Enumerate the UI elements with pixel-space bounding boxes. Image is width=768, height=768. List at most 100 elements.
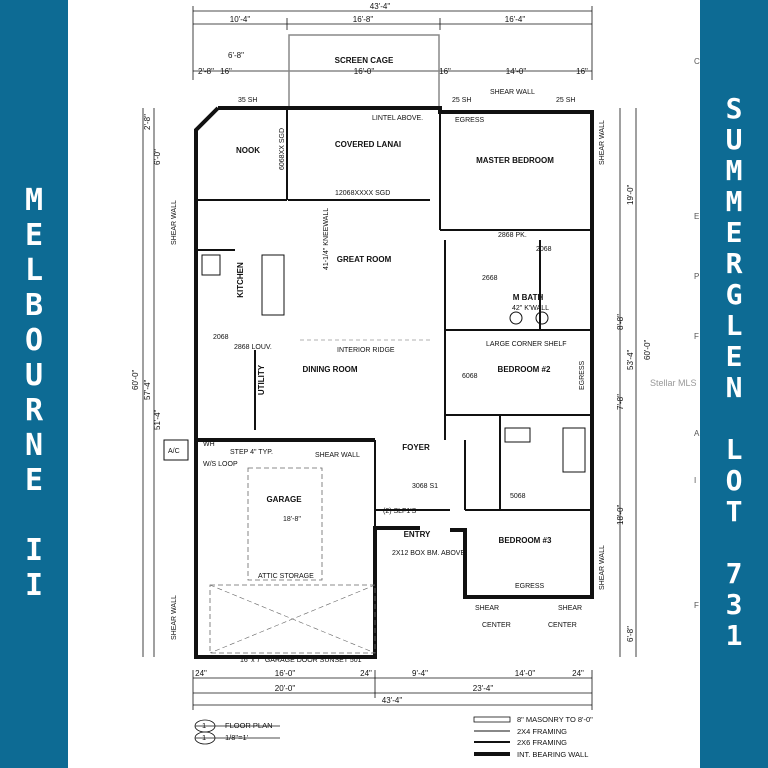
margin-letter-5: A: [694, 429, 700, 438]
model-name-letter: [25, 501, 43, 531]
margin-letter-2: E: [694, 212, 699, 221]
great-room-label: GREAT ROOM: [337, 255, 392, 264]
master-bath-sink-right: [535, 311, 549, 325]
master-bedroom-label: MASTER BEDROOM: [476, 156, 554, 165]
legend-item-masonry: 8" MASONRY TO 8'-0": [517, 715, 593, 724]
right-dim-1: 60'-0": [643, 339, 652, 360]
lot-name-letter: N: [725, 371, 743, 404]
door-5068: 5068: [510, 493, 526, 500]
right-dim-2: 53'-4": [626, 349, 635, 370]
right-dim-6: 18'-0": [616, 504, 625, 525]
top-dim-b: 2'-8": [198, 67, 214, 76]
egress-bed3: EGRESS: [515, 583, 545, 590]
lot-name-letter: 7: [725, 557, 743, 590]
sgd-left-note: 6068XX SGD: [279, 128, 286, 170]
model-name-letter: B: [24, 288, 44, 323]
lot-name-letter: 3: [725, 588, 743, 621]
bath2-tub: [562, 427, 586, 473]
bottom-dim-f: 24": [572, 669, 584, 678]
door-3068: 3068 S1: [412, 483, 438, 490]
model-name-letter: I: [24, 533, 44, 568]
sgd-note: 12068XXXX SGD: [335, 190, 390, 197]
legend-item-2x6: 2X6 FRAMING: [517, 738, 567, 747]
pk-note: 2868 PK.: [498, 232, 527, 239]
model-name-letter: R: [24, 393, 44, 428]
entry-label: ENTRY: [404, 530, 431, 539]
right-dim-3: 19'-0": [626, 184, 635, 205]
right-dim-7: 6'-8": [626, 626, 635, 642]
model-name-letter: E: [24, 463, 44, 498]
door-2668: 2668: [482, 275, 498, 282]
dining-room-label: DINING ROOM: [302, 365, 357, 374]
lot-name-letter: G: [725, 278, 743, 311]
garage-door-swing: [209, 584, 376, 654]
top-dim-3: 16'-4": [505, 15, 526, 24]
shear-wall-garage: SHEAR WALL: [315, 452, 360, 459]
shear-wall-right: SHEAR WALL: [599, 120, 606, 165]
utility-label: UTILITY: [257, 364, 266, 395]
model-name-letter: M: [24, 183, 44, 218]
lot-name-letter: [726, 529, 743, 557]
left-title-band: [0, 0, 68, 768]
plan-title: FLOOR PLAN: [225, 721, 273, 730]
wh-note: WH: [203, 441, 215, 448]
step-note: STEP 4" TYP.: [230, 449, 273, 456]
top-dim-2: 16'-8": [353, 15, 374, 24]
lot-name-letter: E: [725, 216, 743, 249]
left-dim-2: 57'-4": [143, 379, 152, 400]
plan-number: 1: [202, 721, 206, 730]
egress-bed2: EGRESS: [579, 360, 586, 390]
bedroom3-label: BEDROOM #3: [499, 536, 552, 545]
model-name-letter: O: [24, 323, 44, 358]
right-dim-5: 7'-8": [616, 394, 625, 410]
bottom-dimension-lines: [192, 670, 593, 710]
slf-note: (2) SLF1'S: [383, 508, 417, 515]
lot-name-letter: R: [725, 247, 743, 280]
ac-pad: [163, 439, 189, 461]
lot-name-letter: L: [725, 309, 743, 342]
lot-name-letter: U: [725, 123, 743, 156]
top-dim-a: 6'-8": [228, 51, 244, 60]
screen-cage-dim: 16'-0": [354, 67, 375, 76]
model-name-letter: L: [24, 253, 44, 288]
side-dimension-lines: [142, 108, 637, 657]
margin-letter-1: C: [694, 57, 700, 66]
watermark: Stellar MLS: [650, 378, 697, 388]
wall-legend: [473, 716, 511, 756]
box-beam-note: 2X12 BOX BM. ABOVE: [392, 550, 465, 557]
master-bath-sink-left: [509, 311, 523, 325]
louv-door: 2868 LOUV.: [234, 344, 272, 351]
bottom-dim-c: 24": [360, 669, 372, 678]
m-bath-label: M BATH: [513, 293, 544, 302]
lot-name-letter: [726, 405, 743, 433]
margin-letter-7: F: [694, 601, 699, 610]
bath2-sink: [504, 427, 531, 443]
top-dim-g: 16": [576, 67, 588, 76]
bottom-dim-g: 20'-0": [275, 684, 296, 693]
kneewall-note: 41-1/4" KNEEWALL: [323, 208, 330, 270]
shear-label-left: SHEAR: [475, 605, 499, 612]
overall-width-top: 43'-4": [370, 2, 391, 11]
shear-wall-top: SHEAR WALL: [490, 89, 535, 96]
top-dim-e: 16": [439, 67, 451, 76]
margin-letter-3: P: [694, 272, 699, 281]
bottom-dim-h: 23'-4": [473, 684, 494, 693]
lot-name-letter: E: [725, 340, 743, 373]
margin-letter-6: I: [694, 476, 696, 485]
interior-walls: [196, 108, 592, 528]
plan-title-block: [194, 719, 280, 745]
left-dim-1: 60'-0": [131, 369, 140, 390]
garage-door-note: 16' x 7" GARAGE DOOR SUNSET 501: [240, 657, 362, 664]
legend-item-bearing: INT. BEARING WALL: [517, 750, 588, 759]
plan-scale: 1/8"=1': [225, 733, 249, 742]
center-label-right: CENTER: [548, 622, 577, 629]
top-dim-1: 10'-4": [230, 15, 251, 24]
shear-label-right: SHEAR: [558, 605, 582, 612]
shear-25-top-left: 25 SH: [452, 97, 471, 104]
interior-ridge-note: INTERIOR RIDGE: [337, 347, 395, 354]
attic-storage-outline: [247, 467, 323, 581]
lot-name-letter: O: [725, 464, 743, 497]
left-dim-3: 51'-4": [153, 409, 162, 430]
screen-cage-label: SCREEN CAGE: [335, 56, 394, 65]
